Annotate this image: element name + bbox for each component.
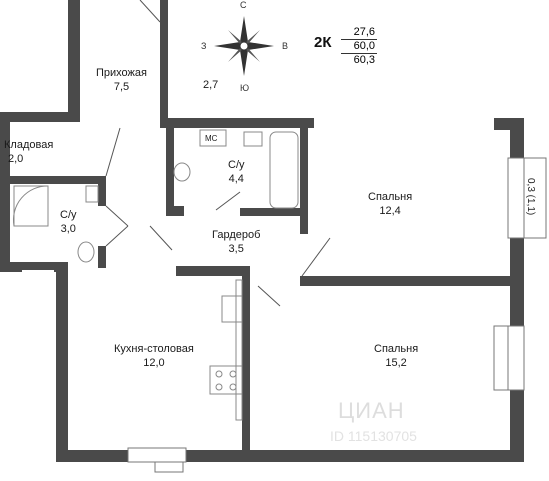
room-area: 12,4 <box>379 205 401 217</box>
room-area: 12,0 <box>143 357 165 369</box>
sink <box>85 185 99 203</box>
stove <box>209 365 243 395</box>
room-kitchen: Кухня-столовая 12,0 <box>114 342 194 370</box>
wall <box>166 118 314 128</box>
wall <box>300 276 510 286</box>
wall <box>56 450 128 462</box>
window <box>507 157 525 239</box>
room-bedroom-1: Спальня 12,4 <box>368 190 412 218</box>
wall <box>0 112 80 122</box>
shower-arc <box>12 185 49 227</box>
wall <box>0 112 10 272</box>
apartment-summary: 2К 27,6 60,0 60,3 <box>314 26 377 66</box>
wall <box>56 262 68 462</box>
burner <box>215 370 223 378</box>
compass-north: С <box>240 0 247 10</box>
counter <box>235 279 243 421</box>
room-hall: Прихожая 7,5 <box>96 66 147 94</box>
door <box>105 225 129 247</box>
wall <box>510 238 524 326</box>
room-wardrobe: Гардероб 3,5 <box>212 228 260 256</box>
watermark-logo: ЦИАН <box>338 398 405 423</box>
room-area: 4,4 <box>228 173 244 185</box>
wall <box>0 176 106 184</box>
wall <box>166 206 184 216</box>
room-area: 7,5 <box>113 81 130 93</box>
balcony-area: 0,3 (1,1) <box>525 178 536 216</box>
room-storage: Кладовая 2,0 <box>4 138 53 166</box>
compass-east: В <box>282 41 289 51</box>
wall <box>300 128 308 234</box>
room-area: 2,0 <box>8 153 24 165</box>
door <box>139 0 161 23</box>
compass-west: З <box>201 41 207 51</box>
area-living: 27,6 <box>341 26 377 40</box>
wall <box>68 0 80 120</box>
room-name: Кладовая <box>4 139 54 151</box>
room-name: Прихожая <box>96 67 147 79</box>
wall <box>22 262 54 270</box>
window <box>493 325 509 391</box>
wall <box>510 390 524 462</box>
burner <box>215 383 223 391</box>
area-with-balcony: 60,3 <box>353 54 375 66</box>
bathtub <box>269 131 299 209</box>
window <box>154 461 184 473</box>
toilet <box>173 162 191 182</box>
room-name: С/у <box>60 209 77 221</box>
wall <box>98 246 106 268</box>
door <box>301 237 331 277</box>
balcony-frame <box>523 157 547 239</box>
wall <box>176 266 246 276</box>
area-total: 60,0 <box>341 40 377 54</box>
compass-rose <box>214 16 274 76</box>
room-bathroom-1: С/у 3,0 <box>60 208 77 236</box>
wall <box>186 450 524 462</box>
washer-box <box>199 129 227 147</box>
wall <box>240 208 304 216</box>
wall <box>98 184 106 206</box>
sink <box>243 131 263 147</box>
washer-label: МС <box>205 134 218 143</box>
room-area: 3,0 <box>60 223 76 235</box>
room-bathroom-2: С/у 4,4 <box>228 158 245 186</box>
ceiling-height: 2,7 <box>203 79 219 91</box>
compass-south: Ю <box>240 83 250 93</box>
area-box: 27,6 60,0 60,3 <box>341 26 377 67</box>
room-name: С/у <box>228 159 245 171</box>
room-name: Гардероб <box>212 229 261 241</box>
toilet <box>77 241 95 263</box>
door <box>215 191 241 211</box>
room-count: 2К <box>314 34 332 51</box>
wall <box>510 118 524 158</box>
room-name: Кухня-столовая <box>114 343 194 355</box>
watermark-id: ID 115130705 <box>330 428 417 444</box>
room-name: Спальня <box>368 191 413 203</box>
burner <box>229 370 237 378</box>
door <box>105 127 121 177</box>
room-bedroom-2: Спальня 15,2 <box>374 342 418 370</box>
door <box>105 205 129 227</box>
burner <box>229 383 237 391</box>
door <box>149 225 173 251</box>
wall <box>0 262 22 272</box>
wall <box>242 266 250 452</box>
room-area: 3,5 <box>228 243 244 255</box>
room-area: 15,2 <box>385 357 407 369</box>
room-name: Спальня <box>374 343 419 355</box>
door <box>257 285 281 307</box>
wall <box>166 128 174 216</box>
wall <box>160 0 168 128</box>
window <box>507 325 525 391</box>
window <box>127 447 187 463</box>
kitchen-sink <box>221 295 243 323</box>
shower-tray <box>13 185 49 227</box>
